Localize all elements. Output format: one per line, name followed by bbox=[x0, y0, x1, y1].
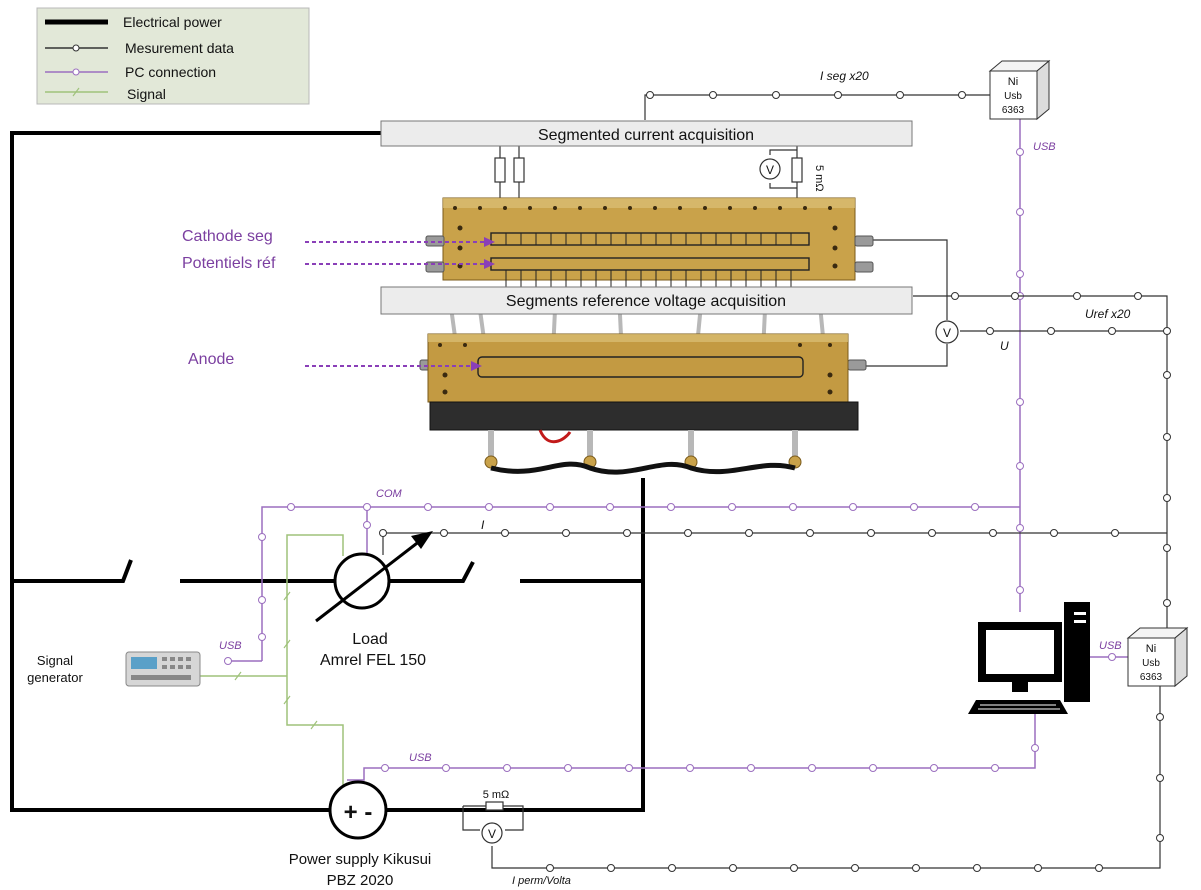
load-line2: Amrel FEL 150 bbox=[320, 652, 426, 669]
segment-shunts bbox=[495, 158, 802, 182]
legend: Electrical power Mesurement data PC conn… bbox=[37, 8, 309, 104]
signal-generator: Signal generator bbox=[27, 652, 200, 686]
psu-shunt: 5 mΩ V bbox=[482, 789, 509, 843]
daq-top-line3: 6363 bbox=[1002, 105, 1025, 116]
i-label: I bbox=[481, 518, 485, 532]
stack-voltmeter: V bbox=[936, 321, 958, 343]
power-supply: + - Power supply Kikusui PBZ 2020 bbox=[289, 782, 432, 889]
usb-psu-label: USB bbox=[409, 752, 432, 764]
daq-bottom: Ni Usb 6363 bbox=[1128, 628, 1187, 686]
daq-bottom-line1: Ni bbox=[1146, 643, 1156, 655]
usb-daq-top-label: USB bbox=[1033, 141, 1056, 153]
computer-keyboard bbox=[968, 700, 1068, 714]
psu-shunt-value: 5 mΩ bbox=[483, 789, 510, 801]
psu-shunt-resistor bbox=[486, 802, 503, 810]
shunt-resistor bbox=[495, 158, 505, 182]
load-line1: Load bbox=[352, 631, 388, 648]
computer bbox=[968, 602, 1090, 714]
segmented-current-label: Segmented current acquisition bbox=[538, 127, 754, 144]
segments-reference-box: Segments reference voltage acquisition bbox=[381, 287, 912, 314]
computer-tower bbox=[1064, 602, 1090, 702]
shunt-resistor bbox=[514, 158, 524, 182]
signal-generator-line2: generator bbox=[27, 670, 83, 685]
legend-pc-label: PC connection bbox=[125, 64, 216, 80]
stack-feet bbox=[488, 430, 798, 458]
daq-top-line1: Ni bbox=[1008, 76, 1018, 88]
power-supply-line2: PBZ 2020 bbox=[327, 872, 394, 889]
daq-top: Ni Usb 6363 bbox=[990, 61, 1049, 119]
signal-generator-line1: Signal bbox=[37, 653, 73, 668]
usb-siggen-label: USB bbox=[219, 640, 242, 652]
anode-plate bbox=[428, 334, 848, 402]
daq-top-line2: Usb bbox=[1004, 91, 1022, 102]
legend-signal-label: Signal bbox=[127, 86, 166, 102]
stack-base bbox=[430, 402, 858, 430]
segment-voltmeter: V bbox=[760, 159, 780, 179]
shunt-top-value: 5 mΩ bbox=[813, 165, 825, 192]
cathode-label: Cathode seg bbox=[182, 228, 273, 245]
iperm-label: I perm/Volta bbox=[512, 875, 571, 887]
stack-red-cable bbox=[540, 430, 570, 442]
legend-power-label: Electrical power bbox=[123, 14, 222, 30]
electronic-load: Load Amrel FEL 150 bbox=[316, 531, 433, 669]
power-supply-line1: Power supply Kikusui bbox=[289, 851, 432, 868]
u-label: U bbox=[1000, 339, 1009, 353]
daq-bottom-line2: Usb bbox=[1142, 658, 1160, 669]
cathode-plate bbox=[443, 198, 855, 280]
segment-voltmeter-label: V bbox=[766, 163, 774, 177]
segments-reference-label: Segments reference voltage acquisition bbox=[506, 293, 786, 310]
anode-label: Anode bbox=[188, 351, 234, 368]
iseg-label: I seg x20 bbox=[820, 69, 869, 83]
potentiels-label: Potentiels réf bbox=[182, 255, 276, 272]
power-supply-symbol: + - bbox=[344, 799, 373, 826]
psu-voltmeter-label: V bbox=[488, 827, 496, 841]
shunt-resistor bbox=[792, 158, 802, 182]
com-label: COM bbox=[376, 488, 403, 500]
daq-bottom-line3: 6363 bbox=[1140, 672, 1163, 683]
legend-measure-label: Mesurement data bbox=[125, 40, 234, 56]
usb-pc-label: USB bbox=[1099, 640, 1122, 652]
uref-label: Uref x20 bbox=[1085, 307, 1131, 321]
segmented-current-box: Segmented current acquisition bbox=[381, 121, 912, 146]
stack-voltmeter-label: V bbox=[943, 326, 951, 340]
stack-cables bbox=[491, 464, 795, 472]
